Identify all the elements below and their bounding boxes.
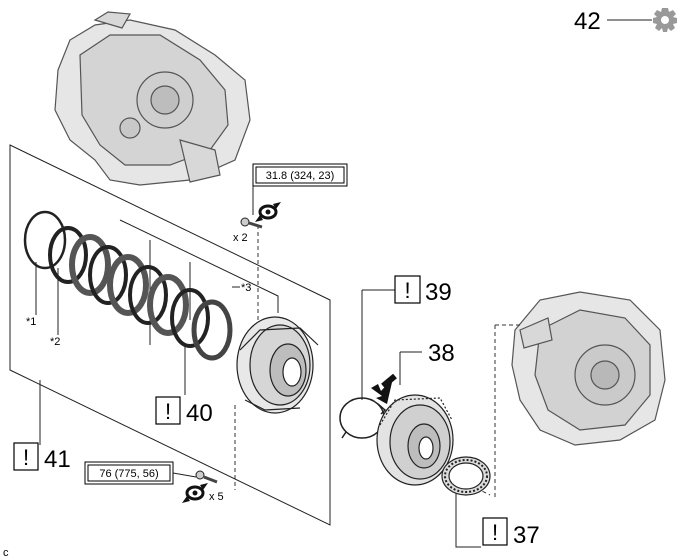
clutch-disc-1 <box>69 234 111 296</box>
leader-lines <box>35 19 652 515</box>
callout-40: 40 <box>186 400 213 427</box>
callout-42: 42 <box>574 8 601 35</box>
gear-icon <box>653 8 677 32</box>
warning-symbol: ! <box>492 520 498 545</box>
warning-symbol: ! <box>404 278 410 303</box>
warning-symbol: ! <box>165 399 171 424</box>
torque-value-lower: 76 (775, 56) <box>99 468 158 480</box>
clutch-disc-4 <box>191 299 233 361</box>
warning-box-40: ! <box>155 396 181 425</box>
callout-41: 41 <box>44 446 71 473</box>
bearing-37 <box>441 456 491 496</box>
corner-letter: c <box>3 547 9 559</box>
clutch-plate-1 <box>48 226 88 284</box>
torque-spec-upper: 31.8 (324, 23) <box>252 163 348 187</box>
insert-arrow-icon <box>371 373 397 404</box>
clutch-drum <box>236 316 319 414</box>
warning-symbol: ! <box>23 445 29 470</box>
warning-box-41: ! <box>13 442 39 471</box>
bolt-quantity-upper: x 2 <box>233 232 248 244</box>
callout-38: 38 <box>428 340 455 367</box>
note-marker-1: *1 <box>26 316 36 328</box>
clutch-disc-2 <box>107 254 149 316</box>
clutch-plate-4 <box>170 288 210 348</box>
bolt-lower <box>195 470 218 484</box>
callout-37: 37 <box>513 522 540 549</box>
note-marker-3: *3 <box>241 282 251 294</box>
bolt-quantity-lower: x 5 <box>209 491 224 503</box>
bolt-upper <box>240 217 263 229</box>
clutch-discs <box>23 210 233 361</box>
warning-box-39: ! <box>394 275 421 304</box>
gear-drum-38 <box>376 394 454 486</box>
torque-spec-lower: 76 (775, 56) <box>84 461 174 485</box>
clutch-disc-3 <box>147 274 189 336</box>
torque-value-upper: 31.8 (324, 23) <box>266 170 335 182</box>
transaxle-housing-illustration <box>54 11 251 186</box>
torque-wrench-icon <box>255 202 281 222</box>
warning-box-37: ! <box>482 517 508 546</box>
clutch-plate-2 <box>88 245 128 305</box>
note-marker-2: *2 <box>50 336 60 348</box>
rear-housing-illustration <box>511 291 666 446</box>
torque-wrench-icon <box>182 483 208 503</box>
callout-39: 39 <box>425 279 452 306</box>
snap-ring-1 <box>23 210 67 270</box>
clutch-plate-3 <box>128 265 168 325</box>
